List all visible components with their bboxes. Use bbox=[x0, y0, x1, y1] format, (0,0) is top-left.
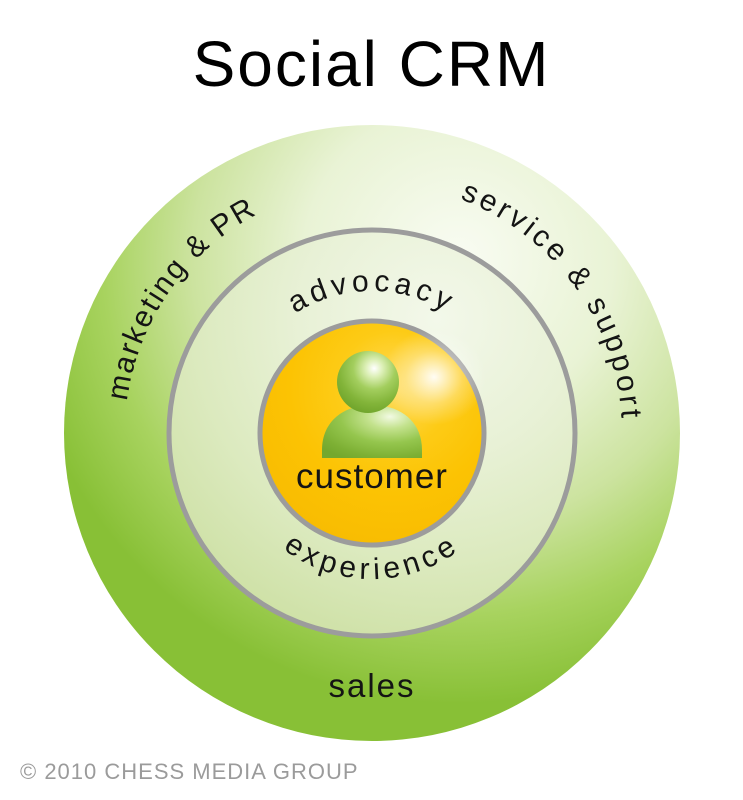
page-title: Social CRM bbox=[192, 28, 551, 100]
gloss-highlight bbox=[382, 329, 486, 425]
label-customer: customer bbox=[296, 457, 448, 496]
person-head-shape bbox=[337, 351, 399, 413]
label-sales: sales bbox=[328, 667, 415, 704]
person-icon bbox=[322, 351, 422, 458]
person-body-shape bbox=[322, 405, 422, 458]
copyright: © 2010 CHESS MEDIA GROUP bbox=[20, 759, 359, 784]
